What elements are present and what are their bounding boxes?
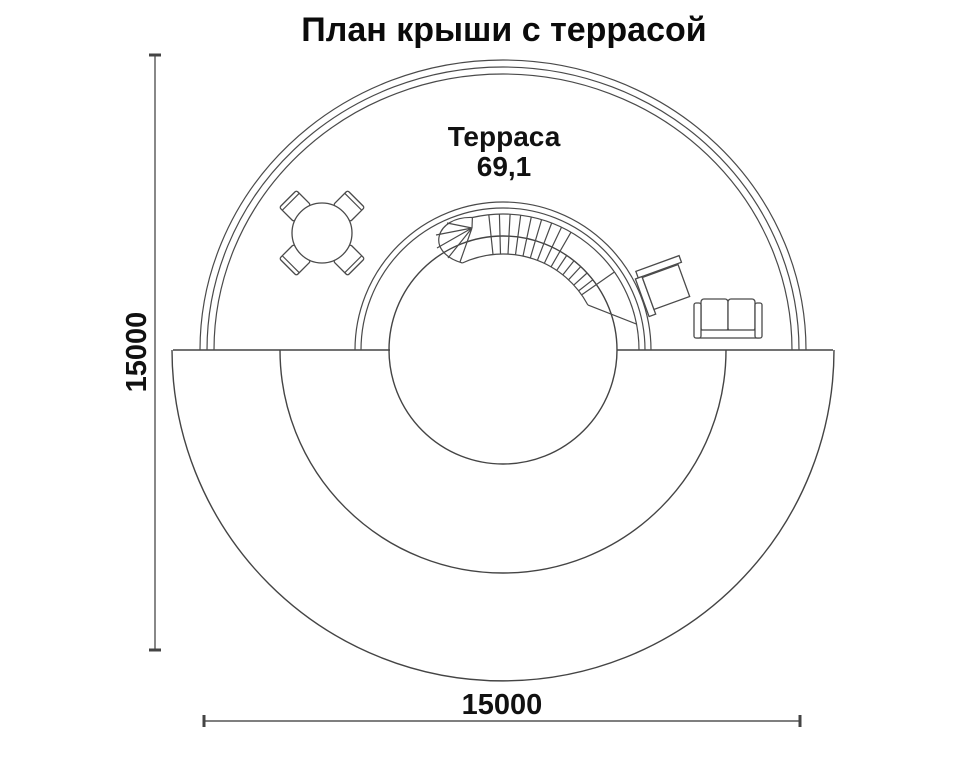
dimension-left-label: 15000 bbox=[121, 312, 153, 393]
sofa-cushion-right bbox=[727, 298, 756, 332]
terrace-ring-arc-middle bbox=[206, 66, 800, 351]
dimension-left: 15000 bbox=[121, 53, 161, 652]
roof-outer-semicircle bbox=[171, 349, 835, 682]
armchair-seat bbox=[641, 263, 691, 311]
stair-treads-short bbox=[556, 255, 594, 292]
inner-core-circle bbox=[388, 235, 618, 465]
stair-winder-boundary bbox=[438, 216, 473, 264]
table-with-chairs bbox=[279, 190, 365, 276]
room-label: Терраса bbox=[448, 121, 561, 152]
stair-landing-boundary bbox=[581, 271, 615, 296]
sofa-backrest bbox=[696, 329, 760, 339]
room-area: 69,1 bbox=[477, 151, 532, 182]
terrace-outer-ring bbox=[199, 59, 807, 351]
inner-ring-arc-inner bbox=[360, 207, 646, 351]
sofa bbox=[693, 298, 763, 339]
dimension-bottom: 15000 bbox=[202, 689, 802, 727]
armchair-backrest bbox=[635, 254, 683, 279]
spiral-staircase bbox=[435, 213, 640, 351]
terrace-ring-arc-inner bbox=[213, 73, 793, 351]
stair-winder-fan bbox=[435, 217, 473, 263]
dimension-bottom-label: 15000 bbox=[462, 689, 543, 721]
stair-inner-edge bbox=[462, 253, 589, 306]
armchair bbox=[634, 254, 691, 318]
roof-tier-arcs bbox=[171, 235, 835, 682]
room-label-group: Терраса 69,1 bbox=[448, 121, 561, 182]
sofa-armrest-left bbox=[693, 302, 702, 339]
inner-ring-arc-outer bbox=[354, 201, 652, 351]
sofa-armrest-right bbox=[754, 302, 763, 339]
round-table bbox=[291, 202, 353, 264]
terrace-ring-arc-outer bbox=[199, 59, 807, 351]
stair-treads-full bbox=[488, 213, 572, 268]
roof-middle-semicircle bbox=[279, 349, 727, 574]
sofa-cushion-left bbox=[700, 298, 729, 332]
drawing-title: План крыши с террасой bbox=[301, 11, 706, 49]
stair-end-edge bbox=[587, 304, 637, 325]
inner-ring bbox=[354, 201, 652, 351]
stair-outer-edge bbox=[472, 213, 640, 351]
